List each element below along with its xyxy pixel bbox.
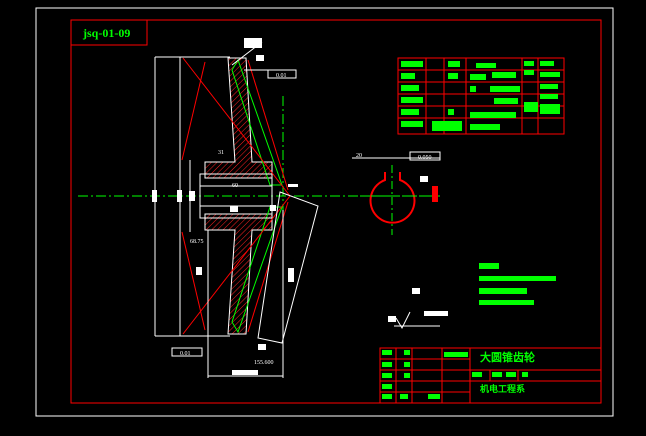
roughness-symbol xyxy=(388,288,448,330)
surface-note: 0.050 xyxy=(418,155,432,161)
dim-bottom: 155.600 xyxy=(254,360,274,366)
dim-bottom-bar xyxy=(232,370,258,375)
outer-frame xyxy=(35,7,614,417)
gear-section-lower xyxy=(204,206,283,335)
dim-bore: 60 xyxy=(232,183,238,189)
department: 机电工程系 xyxy=(480,383,525,395)
keyway-dim: 20 xyxy=(356,153,362,159)
drawing-code: jsq-01-09 xyxy=(82,26,130,40)
tolerance-frame-bottom: 0.01 xyxy=(171,347,203,357)
dim-b: 31 xyxy=(218,150,224,156)
gear-section-upper xyxy=(204,57,283,186)
tolerance-frame-top: 0.01 xyxy=(267,69,297,79)
title-block: 大圆锥齿轮 机电工程系 xyxy=(379,347,602,404)
dim-hub: 68.75 xyxy=(190,239,204,245)
keyway-detail-view: 20 0.050 xyxy=(352,151,441,235)
technical-requirements xyxy=(479,263,556,305)
back-cone-dim xyxy=(257,191,319,344)
parameter-table xyxy=(397,57,565,135)
drawing-border xyxy=(70,19,602,404)
drawing-code-box: jsq-01-09 xyxy=(70,19,148,46)
svg-text:0.01: 0.01 xyxy=(276,73,287,79)
hub-bore xyxy=(199,173,273,219)
svg-text:0.01: 0.01 xyxy=(180,351,191,357)
drawing-title: 大圆锥齿轮 xyxy=(480,350,535,364)
